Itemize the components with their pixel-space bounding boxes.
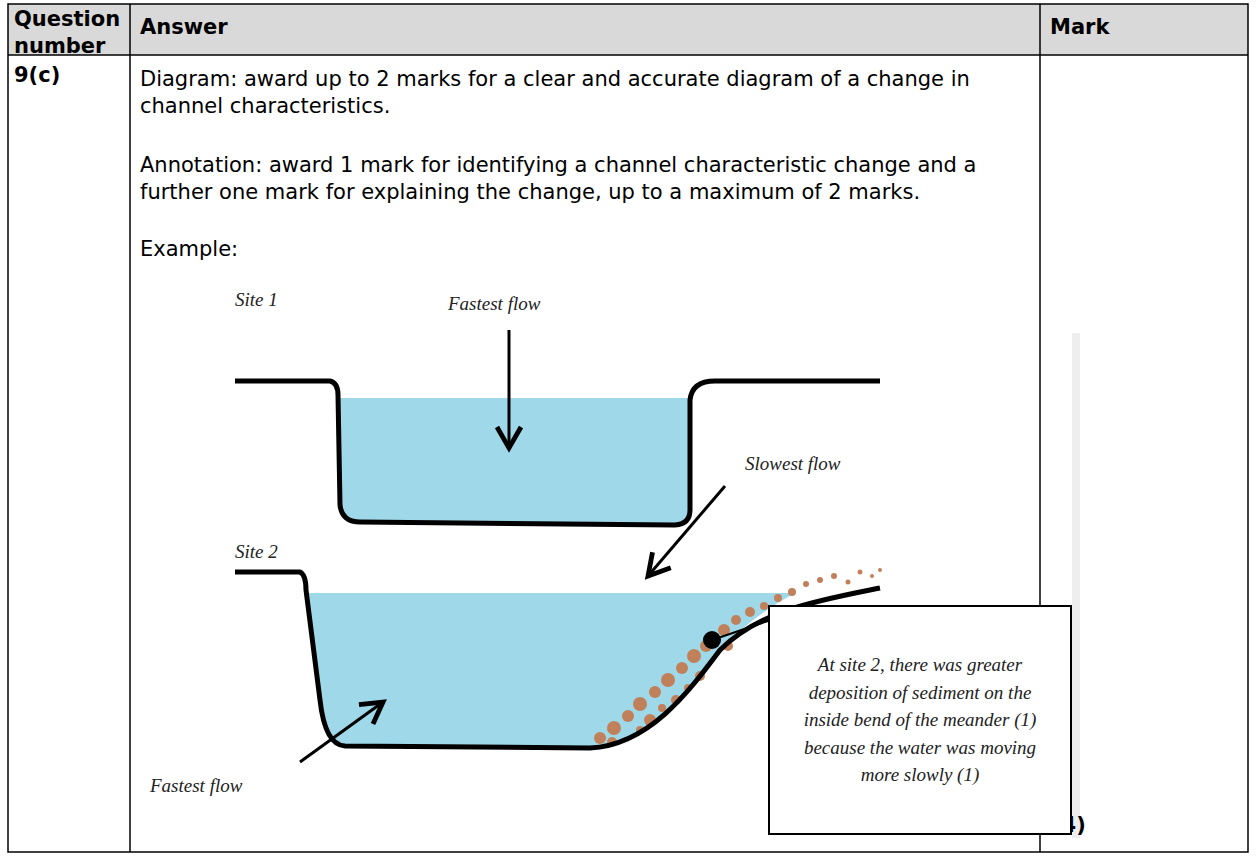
- annotation-text: At site 2, there was greater deposition …: [786, 651, 1054, 789]
- flow-label: Fastest flow: [150, 774, 310, 799]
- flow-arrow: [300, 702, 383, 762]
- site-label: Site 1: [235, 288, 355, 313]
- flow-arrow: [648, 486, 725, 576]
- water: [338, 398, 690, 525]
- column-header: Mark: [1050, 14, 1230, 41]
- marking-guidance: Annotation: award 1 mark for identifying…: [140, 152, 1030, 207]
- site-label: Site 2: [235, 540, 355, 565]
- image-edge: [1072, 333, 1080, 838]
- annotation-box: At site 2, there was greater deposition …: [768, 605, 1072, 835]
- column-header: Answer: [140, 14, 440, 41]
- question-number: 9(c): [14, 62, 126, 89]
- marking-guidance: Diagram: award up to 2 marks for a clear…: [140, 66, 1030, 121]
- flow-label: Fastest flow: [448, 292, 608, 317]
- table-border: [8, 4, 1248, 852]
- flow-label: Slowest flow: [745, 452, 905, 477]
- example-heading: Example:: [140, 236, 440, 263]
- column-header: Question number: [14, 6, 126, 61]
- header-band: [8, 4, 1248, 55]
- leader-dot: [703, 631, 721, 649]
- flow-arrow: [508, 330, 511, 448]
- water: [306, 593, 795, 748]
- table-rule: [8, 54, 1248, 56]
- table-rule: [129, 4, 131, 852]
